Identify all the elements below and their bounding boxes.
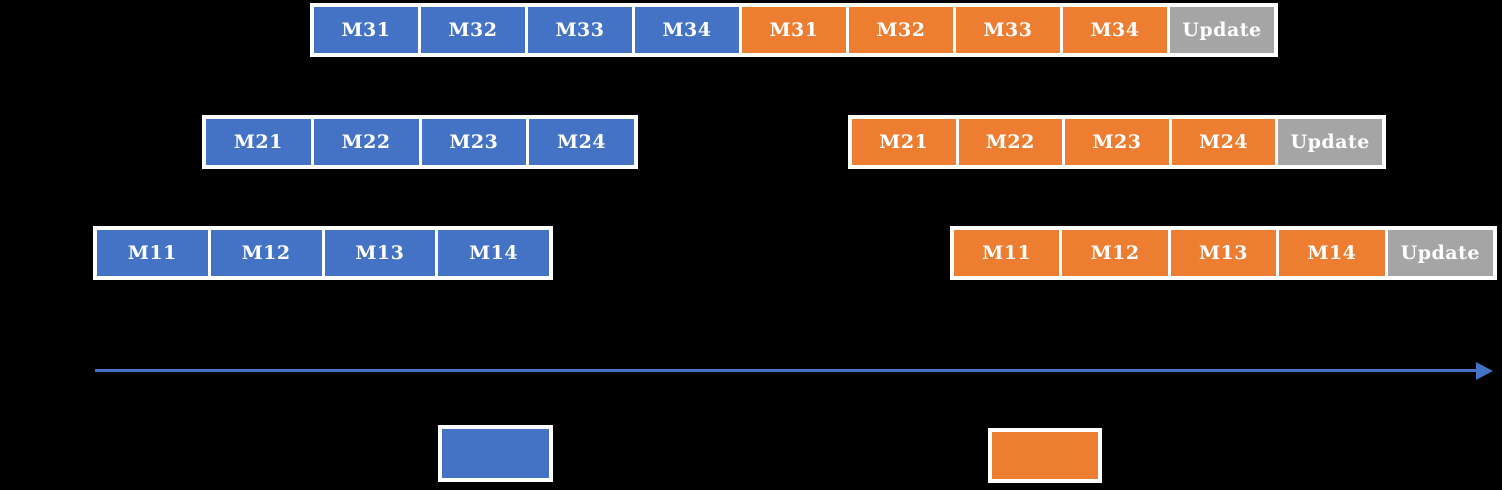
cell-m11-blue: M11 bbox=[97, 230, 208, 276]
cell-update-gray: Update bbox=[1387, 230, 1494, 276]
cell-m32-orange: M32 bbox=[849, 7, 953, 53]
cell-m33-orange: M33 bbox=[956, 7, 1060, 53]
cell-m31-blue: M31 bbox=[314, 7, 418, 53]
cell-m12-orange: M12 bbox=[1062, 230, 1168, 276]
cell-m24-blue: M24 bbox=[529, 119, 634, 165]
cell-m11-orange: M11 bbox=[954, 230, 1060, 276]
cell-m22-blue: M22 bbox=[313, 119, 419, 165]
cell-m13-blue: M13 bbox=[324, 230, 436, 276]
cell-m12-blue: M12 bbox=[210, 230, 322, 276]
cell-update-gray: Update bbox=[1170, 7, 1274, 53]
cell-m31-orange: M31 bbox=[742, 7, 846, 53]
cell-m32-blue: M32 bbox=[421, 7, 525, 53]
cell-m13-orange: M13 bbox=[1170, 230, 1277, 276]
cell-m34-orange: M34 bbox=[1063, 7, 1167, 53]
cell-m14-orange: M14 bbox=[1279, 230, 1385, 276]
cell-m21-blue: M21 bbox=[206, 119, 311, 165]
legend-blue-swatch bbox=[438, 425, 553, 482]
cell-m23-blue: M23 bbox=[421, 119, 527, 165]
cell-m34-blue: M34 bbox=[635, 7, 739, 53]
legend-orange-swatch bbox=[988, 428, 1102, 483]
cell-m22-orange: M22 bbox=[958, 119, 1063, 165]
cell-m33-blue: M33 bbox=[528, 7, 632, 53]
time-axis-arrowhead-icon bbox=[1476, 362, 1493, 380]
time-axis-line bbox=[95, 369, 1478, 372]
cell-m14-blue: M14 bbox=[438, 230, 549, 276]
cell-m23-orange: M23 bbox=[1065, 119, 1169, 165]
cell-m24-orange: M24 bbox=[1171, 119, 1276, 165]
cell-update-gray: Update bbox=[1278, 119, 1382, 165]
cell-m21-orange: M21 bbox=[852, 119, 956, 165]
